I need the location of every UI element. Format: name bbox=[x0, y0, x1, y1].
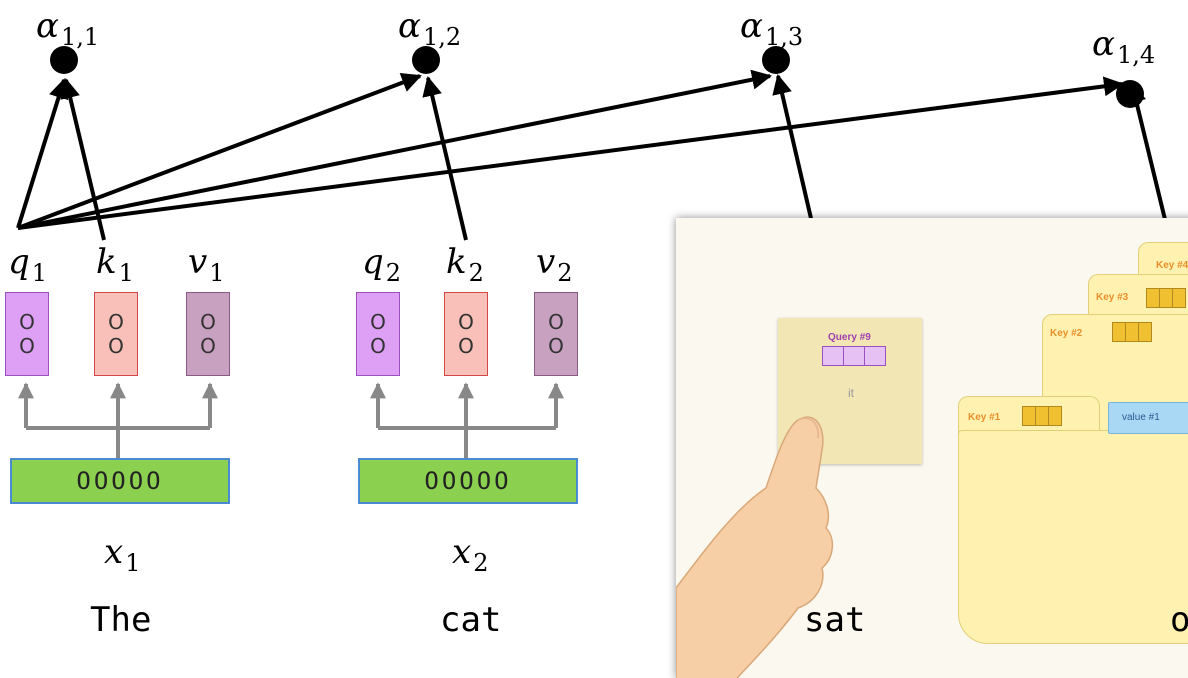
alpha-node-2 bbox=[412, 46, 440, 74]
arrow-k4-alpha14 bbox=[1126, 82, 1172, 241]
word-partial: o bbox=[1170, 600, 1188, 640]
query-card-word: it bbox=[848, 386, 854, 400]
value1-tab bbox=[1108, 402, 1188, 434]
word-sat: sat bbox=[804, 600, 866, 640]
alpha-label-3: α1,3 bbox=[740, 6, 804, 51]
arrow-k3-alpha13 bbox=[772, 74, 818, 241]
arrow-k1-alpha11 bbox=[60, 78, 106, 241]
arrow-q1-alpha11 bbox=[16, 78, 69, 229]
key3-label: Key #3 bbox=[1096, 292, 1129, 303]
projection-arrows-token1 bbox=[18, 382, 218, 458]
key3-cells bbox=[1146, 288, 1186, 308]
word-cat: cat bbox=[440, 600, 502, 640]
key1-cells bbox=[1022, 406, 1062, 426]
value1-label: value #1 bbox=[1122, 412, 1160, 423]
x2-label: x2 bbox=[452, 532, 489, 577]
q2-label: q2 bbox=[362, 242, 402, 287]
projection-arrows-token2 bbox=[370, 382, 564, 458]
key4-label: Key #4 bbox=[1156, 260, 1188, 271]
alpha-label-2: α1,2 bbox=[398, 6, 462, 51]
alpha-node-3 bbox=[762, 46, 790, 74]
query-card-cells bbox=[822, 346, 886, 366]
key2-cells bbox=[1112, 322, 1152, 342]
alpha-node-4 bbox=[1116, 80, 1144, 108]
v2-label: v2 bbox=[536, 242, 573, 287]
alpha-label-1: α1,1 bbox=[36, 6, 100, 51]
x1-label: x1 bbox=[104, 532, 141, 577]
word-the: The bbox=[90, 600, 152, 640]
k2-label: k2 bbox=[446, 242, 484, 287]
key1-label: Key #1 bbox=[968, 412, 1001, 423]
alpha-node-1 bbox=[50, 46, 78, 74]
arrow-k2-alpha12 bbox=[422, 76, 468, 241]
embedding-2: OOOOO bbox=[358, 458, 578, 504]
alpha-label-4: α1,4 bbox=[1092, 24, 1156, 69]
embedding-1: OOOOO bbox=[10, 458, 230, 504]
arrow-q1-alpha12 bbox=[17, 73, 422, 230]
arrow-layer bbox=[16, 46, 1172, 458]
k1-label: k1 bbox=[96, 242, 134, 287]
folder-key1 bbox=[958, 430, 1188, 644]
arrow-q1-alpha13 bbox=[17, 69, 772, 230]
v1-label: v1 bbox=[188, 242, 225, 287]
q1-label: q1 bbox=[8, 242, 48, 287]
query-key-illustration-panel: Key #4 Key #3 Key #2 Key #1 value #1 Que… bbox=[676, 218, 1188, 678]
query-card-label: Query #9 bbox=[828, 332, 871, 343]
hand-illustration bbox=[676, 416, 834, 678]
arrow-q1-alpha14 bbox=[17, 76, 1124, 230]
key2-label: Key #2 bbox=[1050, 328, 1083, 339]
